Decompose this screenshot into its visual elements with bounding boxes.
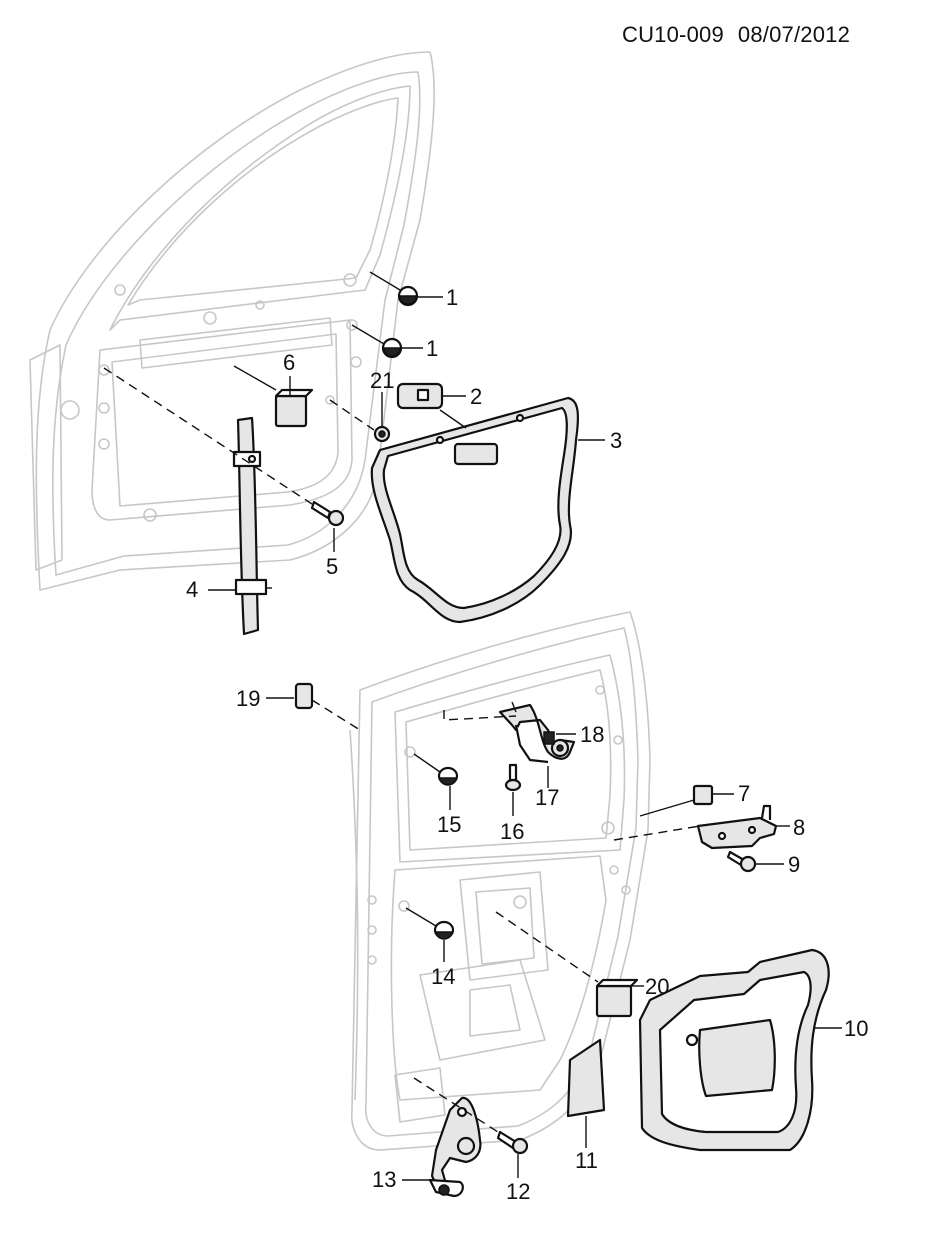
part-1-plug-lower bbox=[381, 337, 403, 359]
part-21-clip bbox=[373, 425, 391, 443]
part-17-bracket bbox=[498, 703, 576, 764]
callout-9: 9 bbox=[788, 852, 800, 877]
part-1-plug-upper bbox=[397, 285, 419, 307]
part-6-pad bbox=[274, 388, 314, 428]
part-18-clip bbox=[543, 731, 555, 745]
part-9-bolt bbox=[726, 850, 757, 873]
diagram-code: CU10-009 bbox=[622, 22, 724, 47]
callout-18: 18 bbox=[580, 722, 604, 747]
part-19-clip bbox=[294, 682, 314, 710]
part-7-clip bbox=[692, 784, 714, 806]
part-2-cover bbox=[396, 382, 444, 410]
part-4-glass-channel bbox=[232, 416, 268, 636]
part-16-bolt bbox=[504, 763, 522, 792]
callout-11: 11 bbox=[575, 1148, 598, 1173]
part-11-seal bbox=[566, 1038, 606, 1118]
callout-labels: 1 1 2 3 4 5 6 7 8 9 10 11 12 13 14 15 16… bbox=[186, 285, 868, 1204]
callout-20: 20 bbox=[645, 974, 669, 999]
callout-5: 5 bbox=[326, 554, 338, 579]
callout-2: 2 bbox=[470, 384, 482, 409]
callout-13: 13 bbox=[372, 1167, 396, 1192]
callout-1-lower: 1 bbox=[426, 336, 438, 361]
callout-7: 7 bbox=[738, 781, 750, 806]
part-13-hinge bbox=[428, 1096, 482, 1198]
diagram-reference: CU10-009 08/07/2012 bbox=[622, 22, 864, 48]
callout-6: 6 bbox=[283, 350, 295, 375]
callout-8: 8 bbox=[793, 815, 805, 840]
part-8-bracket bbox=[696, 804, 778, 850]
callout-1-upper: 1 bbox=[446, 285, 458, 310]
part-15-plug bbox=[437, 766, 459, 786]
callout-16: 16 bbox=[500, 819, 524, 844]
callout-15: 15 bbox=[437, 812, 461, 837]
front-door-outline bbox=[29, 51, 435, 591]
callout-3: 3 bbox=[610, 428, 622, 453]
callout-12: 12 bbox=[506, 1179, 530, 1204]
part-14-plug bbox=[433, 920, 455, 940]
part-5-bolt bbox=[310, 500, 345, 527]
rear-door-outline bbox=[349, 611, 651, 1151]
part-3-water-deflector bbox=[370, 396, 579, 624]
callout-14: 14 bbox=[431, 964, 455, 989]
part-10-water-deflector bbox=[638, 948, 830, 1152]
callout-21: 21 bbox=[370, 368, 394, 393]
part-12-bolt bbox=[496, 1130, 529, 1155]
callout-19: 19 bbox=[236, 686, 260, 711]
part-20-pad bbox=[595, 978, 639, 1018]
diagram-date: 08/07/2012 bbox=[737, 22, 850, 47]
callout-10: 10 bbox=[844, 1016, 868, 1041]
callout-4: 4 bbox=[186, 577, 198, 602]
leader-lines bbox=[103, 271, 842, 1181]
callout-17: 17 bbox=[535, 785, 559, 810]
